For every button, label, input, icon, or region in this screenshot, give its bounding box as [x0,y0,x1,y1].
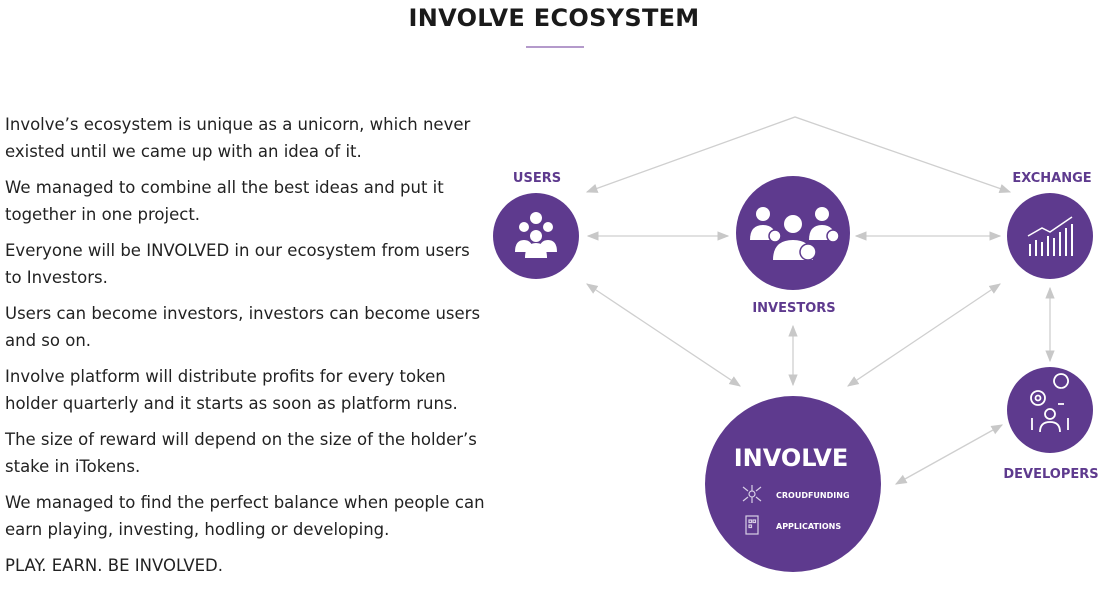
connector-arrows [585,116,1055,485]
developers-icon [1030,373,1069,433]
investors-label: INVESTORS [752,301,835,316]
developers-node: DEVELOPERS [1003,367,1099,482]
crowdfunding-label: CROUDFUNDING [776,491,850,500]
paragraph: We managed to find the perfect balance w… [5,493,485,539]
crowdfunding-icon [742,485,762,503]
paragraph: PLAY. EARN. BE INVOLVED. [5,556,223,575]
applications-label: APPLICATIONS [776,522,841,531]
page-title: INVOLVE ECOSYSTEM [408,4,700,32]
paragraph: The size of reward will depend on the si… [5,430,477,476]
investors-node: INVESTORS [736,176,850,316]
users-icon [515,212,557,258]
paragraph: Everyone will be INVOLVED in our ecosyst… [5,241,470,287]
developers-label: DEVELOPERS [1003,467,1098,482]
involve-label: INVOLVE [734,444,849,472]
users-label: USERS [513,171,561,186]
paragraph: Involve’s ecosystem is unique as a unico… [5,115,471,161]
exchange-node: EXCHANGE [1007,171,1093,279]
paragraph: Users can become investors, investors ca… [5,304,481,350]
applications-icon [745,515,759,535]
title-divider [526,46,584,48]
paragraph: We managed to combine all the best ideas… [5,178,444,224]
description: Involve’s ecosystem is unique as a unico… [5,111,485,588]
investors-icon [750,207,840,261]
involve-node: INVOLVE CROUDFUNDING APPLICATIONS [705,396,881,572]
paragraph: Involve platform will distribute profits… [5,367,458,413]
chart-icon [1027,216,1073,256]
users-node: USERS [493,171,579,279]
exchange-label: EXCHANGE [1012,171,1091,186]
